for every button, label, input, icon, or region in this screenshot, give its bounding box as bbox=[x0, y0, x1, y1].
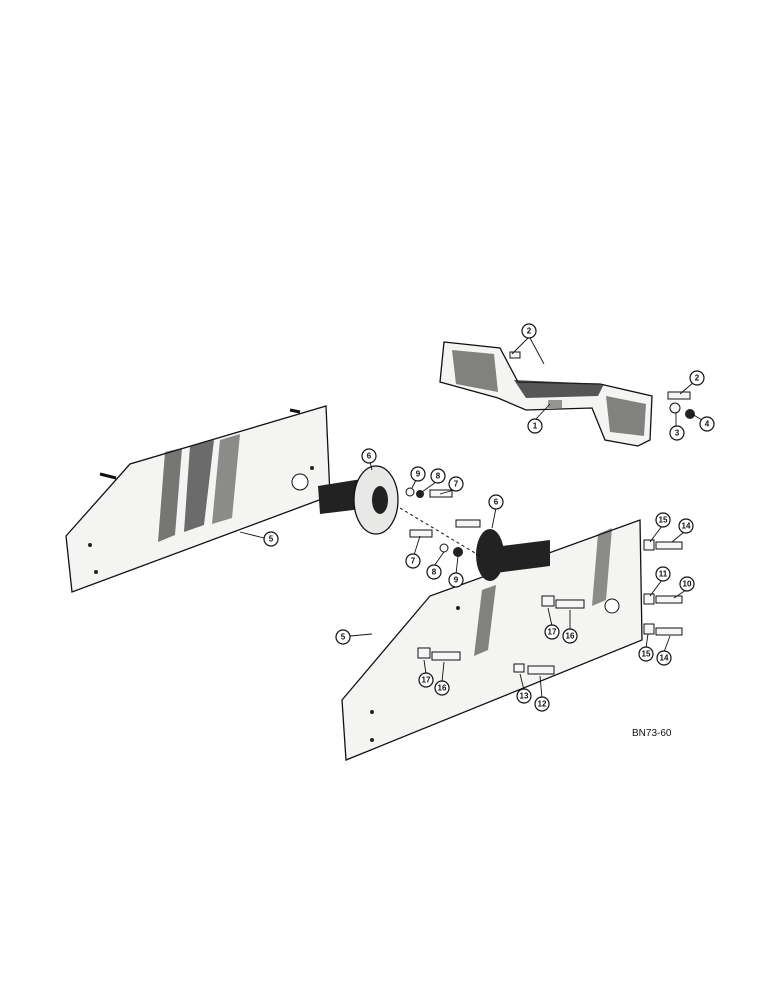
callout-part-11: 11 bbox=[655, 566, 671, 582]
callout-part-2: 2 bbox=[521, 323, 537, 339]
svg-text:7: 7 bbox=[454, 480, 459, 489]
svg-text:1: 1 bbox=[533, 422, 538, 431]
svg-text:2: 2 bbox=[527, 327, 532, 336]
callout-part-4: 4 bbox=[699, 416, 715, 432]
callout-part-16: 16 bbox=[562, 628, 578, 644]
svg-text:13: 13 bbox=[520, 692, 529, 701]
svg-text:8: 8 bbox=[436, 472, 441, 481]
svg-text:17: 17 bbox=[548, 628, 557, 637]
svg-text:14: 14 bbox=[660, 654, 669, 663]
callout-part-7: 7 bbox=[405, 553, 421, 569]
svg-text:12: 12 bbox=[538, 700, 547, 709]
svg-text:3: 3 bbox=[675, 429, 680, 438]
callout-part-8: 8 bbox=[430, 468, 446, 484]
callout-part-17: 17 bbox=[418, 672, 434, 688]
svg-text:4: 4 bbox=[705, 420, 710, 429]
svg-text:8: 8 bbox=[432, 568, 437, 577]
callout-part-10: 10 bbox=[679, 576, 695, 592]
callout-part-1: 1 bbox=[527, 418, 543, 434]
callout-part-9: 9 bbox=[448, 572, 464, 588]
svg-text:7: 7 bbox=[411, 557, 416, 566]
callout-part-16: 16 bbox=[434, 680, 450, 696]
svg-text:5: 5 bbox=[341, 633, 346, 642]
drawing-code: BN73-60 bbox=[632, 728, 672, 739]
svg-text:6: 6 bbox=[494, 498, 499, 507]
svg-text:17: 17 bbox=[422, 676, 431, 685]
callout-part-12: 12 bbox=[534, 696, 550, 712]
callout-part-5: 5 bbox=[335, 629, 351, 645]
leader-lines bbox=[239, 337, 703, 699]
svg-text:15: 15 bbox=[642, 650, 651, 659]
left-side-plate bbox=[65, 405, 331, 593]
callout-part-13: 13 bbox=[516, 688, 532, 704]
svg-text:15: 15 bbox=[659, 516, 668, 525]
callout-part-17: 17 bbox=[544, 624, 560, 640]
svg-text:2: 2 bbox=[695, 374, 700, 383]
right-side-plate bbox=[341, 519, 643, 761]
svg-text:10: 10 bbox=[683, 580, 692, 589]
callout-part-7: 7 bbox=[448, 476, 464, 492]
callout-part-8: 8 bbox=[426, 564, 442, 580]
shaft-assembly bbox=[318, 465, 550, 581]
svg-text:14: 14 bbox=[682, 522, 691, 531]
callout-part-14: 14 bbox=[678, 518, 694, 534]
svg-text:9: 9 bbox=[416, 470, 421, 479]
svg-text:16: 16 bbox=[566, 632, 575, 641]
callout-part-14: 14 bbox=[656, 650, 672, 666]
callout-part-6: 6 bbox=[361, 448, 377, 464]
callout-part-15: 15 bbox=[638, 646, 654, 662]
support-bracket bbox=[439, 341, 653, 447]
svg-text:9: 9 bbox=[454, 576, 459, 585]
svg-text:16: 16 bbox=[438, 684, 447, 693]
callout-part-3: 3 bbox=[669, 425, 685, 441]
svg-text:6: 6 bbox=[367, 452, 372, 461]
fasteners bbox=[405, 351, 695, 675]
callout-part-9: 9 bbox=[410, 466, 426, 482]
callout-part-6: 6 bbox=[488, 494, 504, 510]
svg-text:5: 5 bbox=[269, 535, 274, 544]
callout-part-15: 15 bbox=[655, 512, 671, 528]
callout-part-2: 2 bbox=[689, 370, 705, 386]
callout-part-5: 5 bbox=[263, 531, 279, 547]
svg-text:11: 11 bbox=[659, 570, 668, 579]
